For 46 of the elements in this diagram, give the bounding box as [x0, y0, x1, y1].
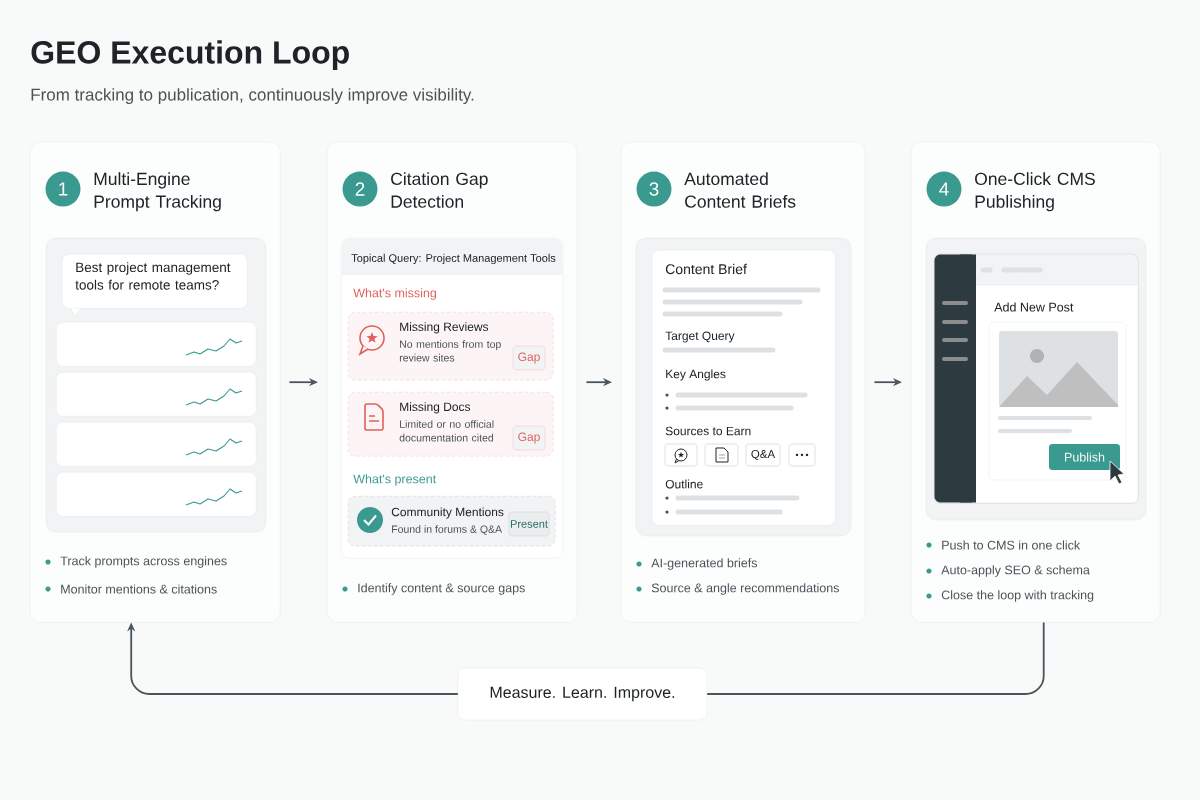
gap-item — [348, 392, 554, 457]
publish-button: Publish — [1049, 444, 1120, 470]
item-title: Missing Reviews — [400, 322, 489, 334]
bullet-text: Close the loop with tracking — [941, 590, 1094, 602]
bullet-text: AI-generated briefs — [651, 558, 758, 570]
bullet-text: Source & angle recommendations — [651, 583, 839, 595]
number-badge: 1 — [45, 171, 81, 207]
card-heading: Automated Content Briefs — [684, 172, 796, 208]
subtitle: From tracking to publication, continuously improve visibility. — [31, 88, 474, 105]
section-heading: Sources to Earn — [665, 426, 751, 436]
title: GEO Execution Loop — [31, 40, 349, 70]
item-title: Missing Docs — [400, 402, 471, 414]
item-description: Found in forums & Q&A — [392, 525, 503, 535]
gap-item — [348, 312, 554, 381]
card-heading: Citation Gap Detection — [391, 172, 488, 208]
item-description: Limited or no official documentation cited — [399, 420, 494, 442]
present-tag: Present — [508, 511, 550, 537]
qa-chip: Q&A — [745, 443, 781, 467]
item-title: Community Mentions — [391, 507, 504, 519]
engine-row — [56, 322, 257, 367]
gap-tag: Gap — [512, 345, 546, 371]
bullet-text: Monitor mentions & citations — [61, 584, 217, 594]
document-title: Content Brief — [665, 263, 747, 275]
section-label: What's present — [353, 474, 437, 486]
bullet-text: Track prompts across engines — [60, 556, 227, 568]
number-badge: 3 — [636, 171, 672, 207]
card-heading: One-Click CMS Publishing — [975, 172, 1095, 212]
engine-row — [56, 422, 257, 467]
gap-tag: Gap — [512, 425, 546, 451]
page-heading: Add New Post — [994, 302, 1074, 312]
number-badge: 2 — [342, 171, 378, 207]
bullet-text: Auto-apply SEO & schema — [941, 565, 1090, 577]
loop-label: Measure. Learn. Improve. — [457, 667, 708, 721]
section-heading: Outline — [665, 479, 703, 489]
bubble-text: Best project management tools for remote teams? — [75, 262, 231, 290]
number-badge: 4 — [926, 171, 962, 207]
section-heading: Target Query — [665, 331, 735, 343]
section-label: What's missing — [353, 288, 437, 300]
bullet-text: Push to CMS in one click — [942, 540, 1081, 550]
item-description: No mentions from top review sites — [399, 340, 501, 362]
engine-row — [56, 472, 257, 517]
query-text: Topical Query: Project Management Tools — [351, 253, 556, 265]
bullet-text: Identify content & source gaps — [358, 583, 525, 595]
card-heading: Multi-Engine Prompt Tracking — [94, 172, 221, 212]
section-heading: Key Angles — [666, 369, 726, 381]
engine-row — [56, 372, 257, 417]
